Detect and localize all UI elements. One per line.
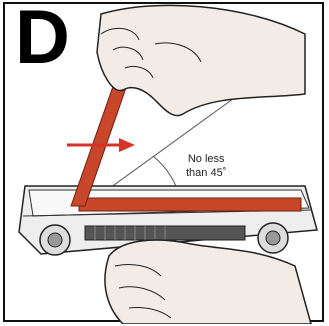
hand-icon — [97, 5, 305, 115]
illustration-frame: D No less than 45˚ — [3, 2, 324, 322]
hand-icon — [105, 240, 311, 324]
step-letter: D — [15, 0, 68, 76]
angle-note: No less than 45˚ — [186, 152, 226, 180]
angle-note-line1: No less — [186, 152, 226, 166]
sealing-strip-flat — [79, 198, 301, 211]
angle-note-line2: than 45˚ — [186, 166, 226, 180]
